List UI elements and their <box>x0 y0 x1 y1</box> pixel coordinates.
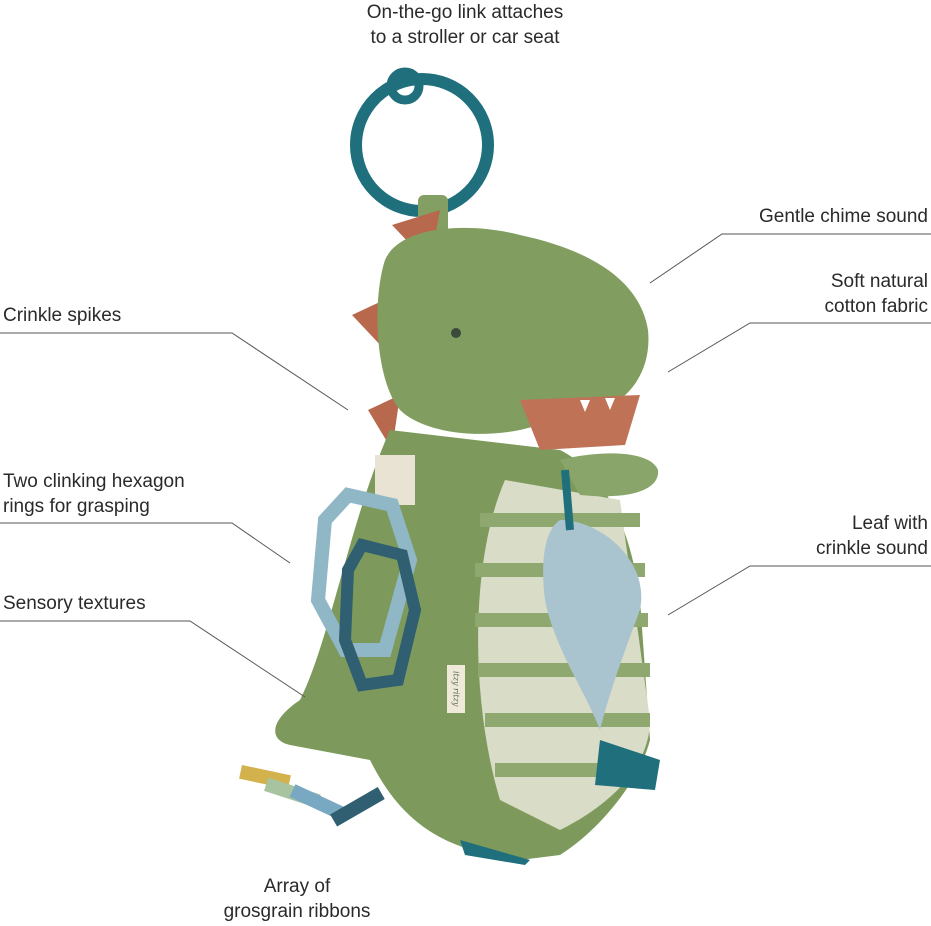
callout-rings: Two clinking hexagon rings for grasping <box>3 469 185 519</box>
callout-text: rings for grasping <box>3 496 150 517</box>
callout-text: cotton fabric <box>824 296 929 317</box>
tooth <box>605 398 615 410</box>
callout-text: to a stroller or car seat <box>370 27 560 48</box>
hexagon-ring-dark <box>338 538 422 692</box>
hexagon-ring-light <box>310 487 418 657</box>
crinkle-leaf <box>543 520 642 730</box>
callout-textures: Sensory textures <box>3 591 146 616</box>
callout-text: Gentle chime sound <box>759 206 928 227</box>
brand-tag <box>447 665 465 713</box>
dinosaur-foot <box>595 740 660 790</box>
dinosaur-eye <box>451 328 461 338</box>
callout-link: On-the-go link attaches to a stroller or… <box>300 0 630 50</box>
rings-leader-line <box>0 522 291 564</box>
callout-text: Two clinking hexagon <box>3 471 185 492</box>
fabric-leader-line <box>667 322 931 373</box>
callout-chime: Gentle chime sound <box>759 204 928 229</box>
ring-clasp <box>386 67 424 105</box>
callout-text: Array of <box>263 876 331 897</box>
callout-text: On-the-go link attaches <box>366 2 564 23</box>
callout-ribbons: Array of grosgrain ribbons <box>187 874 407 924</box>
dinosaur-foot <box>460 840 530 865</box>
callout-text: grosgrain ribbons <box>223 901 371 922</box>
brand-tag-text: itzy ritzy <box>451 671 461 707</box>
textures-leader-line <box>0 620 306 698</box>
leaf-leader-line <box>667 565 931 616</box>
callout-leaf: Leaf with crinkle sound <box>816 511 928 561</box>
callout-spikes: Crinkle spikes <box>3 303 121 328</box>
callout-text: Soft natural <box>830 271 928 292</box>
callout-text: crinkle sound <box>816 538 928 559</box>
grosgrain-ribbons <box>239 764 385 827</box>
callout-fabric: Soft natural cotton fabric <box>825 269 929 319</box>
callout-text: Crinkle spikes <box>3 305 122 326</box>
callout-text: Sensory textures <box>3 593 146 614</box>
tooth <box>580 400 590 412</box>
dinosaur-head <box>377 227 649 434</box>
dinosaur-arm <box>560 453 659 497</box>
callout-text: Leaf with <box>851 513 928 534</box>
chime-leader-line <box>649 233 931 284</box>
spikes-leader-line <box>0 332 349 411</box>
brand-tag-label: itzy ritzy <box>447 665 465 713</box>
